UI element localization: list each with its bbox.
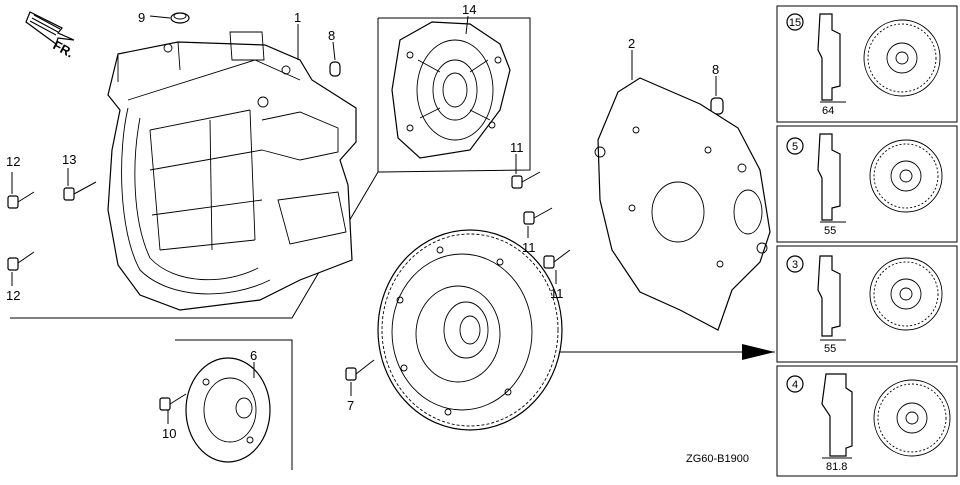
diagram-code: ZG60-B1900 bbox=[686, 453, 749, 465]
callout-1: 1 bbox=[294, 10, 301, 25]
variant-1-badge-number: 15 bbox=[789, 17, 801, 29]
dowel-pin-8-right bbox=[710, 97, 724, 115]
variant-3-badge bbox=[786, 255, 804, 273]
dowel-pin-8-left bbox=[329, 61, 341, 77]
callout-9: 9 bbox=[138, 10, 145, 25]
variant-4-dimension: 81.8 bbox=[826, 461, 847, 473]
callout-12-upper: 12 bbox=[6, 154, 20, 169]
bolt-part-10 bbox=[159, 393, 187, 411]
variant-2: 5 55 bbox=[786, 133, 943, 237]
back-plate-part-2 bbox=[594, 77, 771, 331]
variant-1-badge bbox=[786, 13, 804, 31]
callout-14: 14 bbox=[462, 2, 476, 17]
plug-part-9 bbox=[170, 12, 190, 24]
bolt-part-11-b bbox=[523, 207, 553, 225]
variant-1: 15 64 bbox=[786, 13, 941, 117]
bolt-part-12-lower bbox=[7, 251, 35, 271]
variant-3-dimension: 55 bbox=[824, 343, 836, 355]
variant-1-dimension: 64 bbox=[822, 105, 834, 117]
variant-2-badge-number: 5 bbox=[792, 141, 798, 153]
bolt-part-12-upper bbox=[7, 191, 35, 209]
callout-labels: 1 2 6 7 8 8 9 10 11 11 11 12 12 13 14 bbox=[6, 2, 719, 441]
variant-3: 3 55 bbox=[786, 255, 943, 355]
callout-8-right: 8 bbox=[712, 62, 719, 77]
variant-2-dimension: 55 bbox=[824, 225, 836, 237]
variant-panels: 15 64 5 55 3 55 bbox=[776, 5, 958, 477]
variant-4: 4 81.8 bbox=[786, 373, 951, 473]
callout-2: 2 bbox=[628, 36, 635, 51]
bolt-part-11-c bbox=[543, 249, 571, 269]
front-direction-arrow: FR. bbox=[25, 11, 76, 60]
cover-part-6 bbox=[185, 357, 271, 463]
callout-11-b: 11 bbox=[522, 240, 536, 255]
callout-6: 6 bbox=[250, 348, 257, 363]
bolt-part-11-a bbox=[511, 171, 541, 189]
variant-4-badge-number: 4 bbox=[792, 379, 798, 391]
callout-8-left: 8 bbox=[328, 28, 335, 43]
callout-11-c: 11 bbox=[550, 286, 564, 301]
callout-10: 10 bbox=[162, 426, 176, 441]
variant-4-badge bbox=[786, 375, 804, 393]
adapter-part-14 bbox=[391, 21, 511, 159]
bolt-part-13 bbox=[63, 181, 97, 201]
callout-13: 13 bbox=[62, 152, 76, 167]
callout-11-a: 11 bbox=[510, 140, 524, 155]
callout-7: 7 bbox=[347, 398, 354, 413]
bolt-part-7 bbox=[345, 359, 375, 381]
flywheel-assembly bbox=[377, 229, 563, 431]
variant-2-badge bbox=[786, 137, 804, 155]
variant-3-badge-number: 3 bbox=[792, 259, 798, 271]
flywheel-housing bbox=[107, 31, 357, 311]
callout-12-lower: 12 bbox=[6, 288, 20, 303]
